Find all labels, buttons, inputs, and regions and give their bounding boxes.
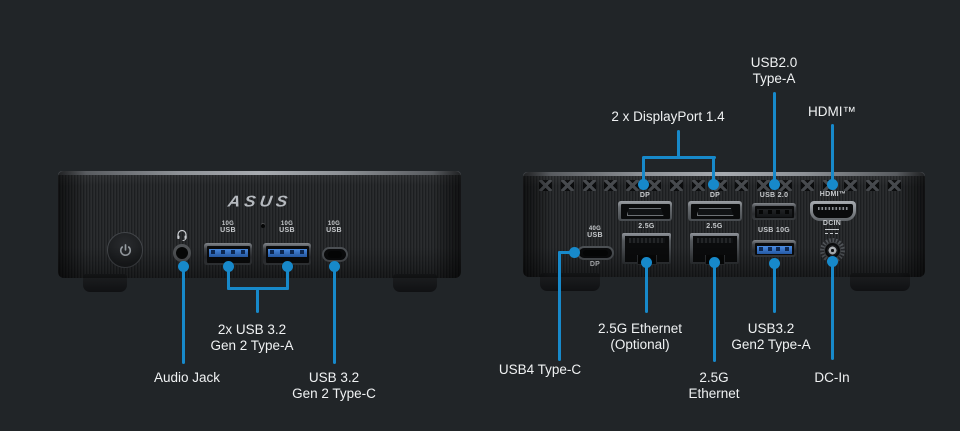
asus-logo: ASUS — [226, 192, 293, 211]
port-tag-dp-2: DP — [709, 192, 721, 199]
callout-line — [332, 269, 336, 364]
callout-dot — [640, 256, 652, 268]
vent-row — [539, 180, 901, 191]
rubber-foot — [850, 273, 910, 291]
callout-line — [712, 157, 715, 181]
callout-line — [772, 267, 776, 313]
callout-dot — [177, 260, 189, 272]
callout-label-front-usb-c: USB 3.2 Gen 2 Type-C — [292, 370, 376, 401]
port-tag-usb-a-1: 10G USB — [220, 221, 236, 234]
callout-dot — [708, 178, 719, 190]
top-edge-highlight — [58, 171, 461, 175]
callout-line — [772, 92, 776, 182]
port-tag-usb-c: 10G USB — [326, 221, 342, 234]
callout-dot — [826, 255, 838, 267]
callout-line — [644, 266, 648, 313]
mini-pc-back-view: DP DP USB 2.0 HDMI™ 40G USB DP 2.5G 2.5G… — [523, 172, 925, 291]
callout-line — [676, 130, 680, 158]
power-icon — [119, 243, 131, 256]
port-tag-usb2: USB 2.0 — [759, 192, 789, 199]
usb4-type-c-port — [577, 246, 614, 260]
callout-line — [830, 265, 834, 360]
callout-label-ethernet: 2.5G Ethernet — [688, 370, 740, 401]
callout-line — [712, 266, 716, 362]
usb32-port-back — [752, 240, 796, 257]
rubber-foot — [540, 273, 600, 291]
callout-line — [255, 289, 259, 313]
mini-pc-front-view: ASUS 10G USB 10G USB 10G USB — [58, 171, 461, 292]
usb2-port — [752, 203, 796, 220]
callout-label-ethernet-optional: 2.5G Ethernet (Optional) — [597, 321, 683, 352]
rubber-foot — [83, 274, 127, 292]
callout-bracket — [558, 250, 571, 254]
callout-label-usb32: USB3.2 Gen2 Type-A — [731, 321, 811, 352]
callout-label-hdmi: HDMI™ — [808, 104, 856, 119]
callout-dot — [638, 178, 649, 190]
port-tag-dcin: DCIN — [822, 220, 842, 227]
callout-label-usb2: USB2.0 Type-A — [750, 55, 798, 86]
dc-in-jack — [820, 238, 845, 263]
callout-dot — [328, 260, 340, 272]
callout-label-dcin: DC-In — [814, 370, 850, 385]
callout-dot — [826, 178, 838, 190]
displayport-1 — [618, 201, 672, 221]
callout-label-usb4: USB4 Type-C — [498, 362, 582, 377]
callout-label-front-usb-a: 2x USB 3.2 Gen 2 Type-A — [210, 322, 294, 353]
callout-line — [558, 250, 561, 361]
callout-label-displayport: 2 x DisplayPort 1.4 — [611, 109, 725, 124]
port-tag-usb4-dp: DP — [589, 261, 601, 268]
callout-bracket — [226, 287, 289, 290]
callout-line — [285, 269, 289, 290]
usb-a-port-front-1 — [204, 243, 252, 265]
callout-dot — [281, 260, 293, 272]
callout-dot — [768, 257, 780, 269]
port-tag-eth-2: 2.5G — [706, 223, 723, 230]
callout-line — [830, 124, 834, 182]
port-tag-hdmi: HDMI™ — [819, 191, 847, 198]
port-tag-dp-1: DP — [639, 192, 651, 199]
callout-line — [642, 157, 645, 181]
callout-line — [226, 269, 230, 290]
displayport-2 — [688, 201, 742, 221]
callout-dot — [708, 256, 720, 268]
callout-dot — [768, 178, 780, 190]
port-tag-eth-1: 2.5G — [638, 223, 655, 230]
port-tag-usb4: 40G USB — [587, 226, 603, 239]
audio-jack-port — [173, 244, 191, 262]
usb-a-port-front-2 — [263, 243, 311, 265]
rubber-foot — [393, 274, 437, 292]
power-button — [107, 232, 143, 268]
hdmi-port — [810, 201, 856, 221]
callout-line — [181, 269, 185, 364]
usb-c-port-front — [322, 247, 348, 262]
callout-dot — [222, 260, 234, 272]
port-tag-usb10g: USB 10G — [757, 227, 791, 234]
callout-bracket — [642, 156, 716, 159]
microphone-pinhole — [261, 224, 265, 228]
port-tag-usb-a-2: 10G USB — [279, 221, 295, 234]
dc-symbol — [825, 229, 839, 234]
callout-dot — [568, 246, 580, 258]
top-edge-highlight — [523, 172, 925, 176]
callout-label-audio-jack: Audio Jack — [153, 370, 221, 385]
headset-icon — [177, 229, 187, 241]
